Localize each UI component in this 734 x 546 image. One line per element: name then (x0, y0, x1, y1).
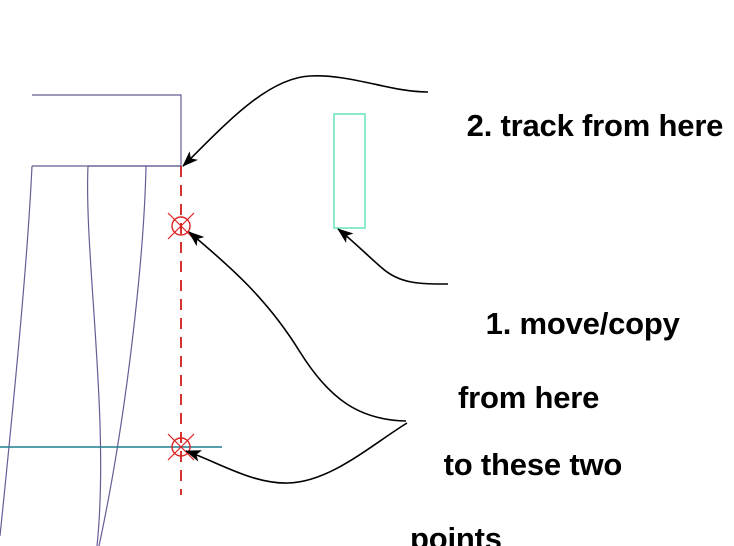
model-geometry-purple (0, 94, 182, 546)
annotation-target-points: to these two points (410, 409, 622, 546)
snap-marker-lower[interactable] (167, 433, 195, 461)
annotation-step-1: 1. move/copy from here (452, 268, 680, 490)
profile-curve-right (98, 165, 147, 546)
selection-rectangle[interactable] (333, 113, 366, 229)
annotation-target-points-line-1: to these two (443, 447, 623, 482)
top-rectangle-outline (32, 94, 182, 167)
annotation-step-1-line-1: 1. move/copy (485, 306, 680, 341)
snap-marker-circle-icon (171, 216, 191, 236)
annotation-step-1-line-2: from here (458, 380, 600, 415)
leader-line-to-upper-point (188, 231, 407, 422)
snap-marker-upper[interactable] (167, 212, 195, 240)
annotation-step-2: 2. track from here (433, 70, 724, 181)
snap-marker-x-stroke-b (167, 212, 195, 240)
annotation-step-2-line-1: 2. track from here (466, 108, 724, 143)
snap-marker-circle-icon (171, 437, 191, 457)
leader-line-move-copy (337, 228, 449, 285)
annotation-target-points-line-2: points (410, 521, 502, 546)
profile-curve-middle (87, 165, 102, 546)
snap-marker-x-stroke-b (167, 433, 195, 461)
leader-line-to-lower-point (185, 422, 408, 484)
profile-curve-left (0, 165, 33, 537)
leader-line-track-from-here (182, 75, 429, 167)
